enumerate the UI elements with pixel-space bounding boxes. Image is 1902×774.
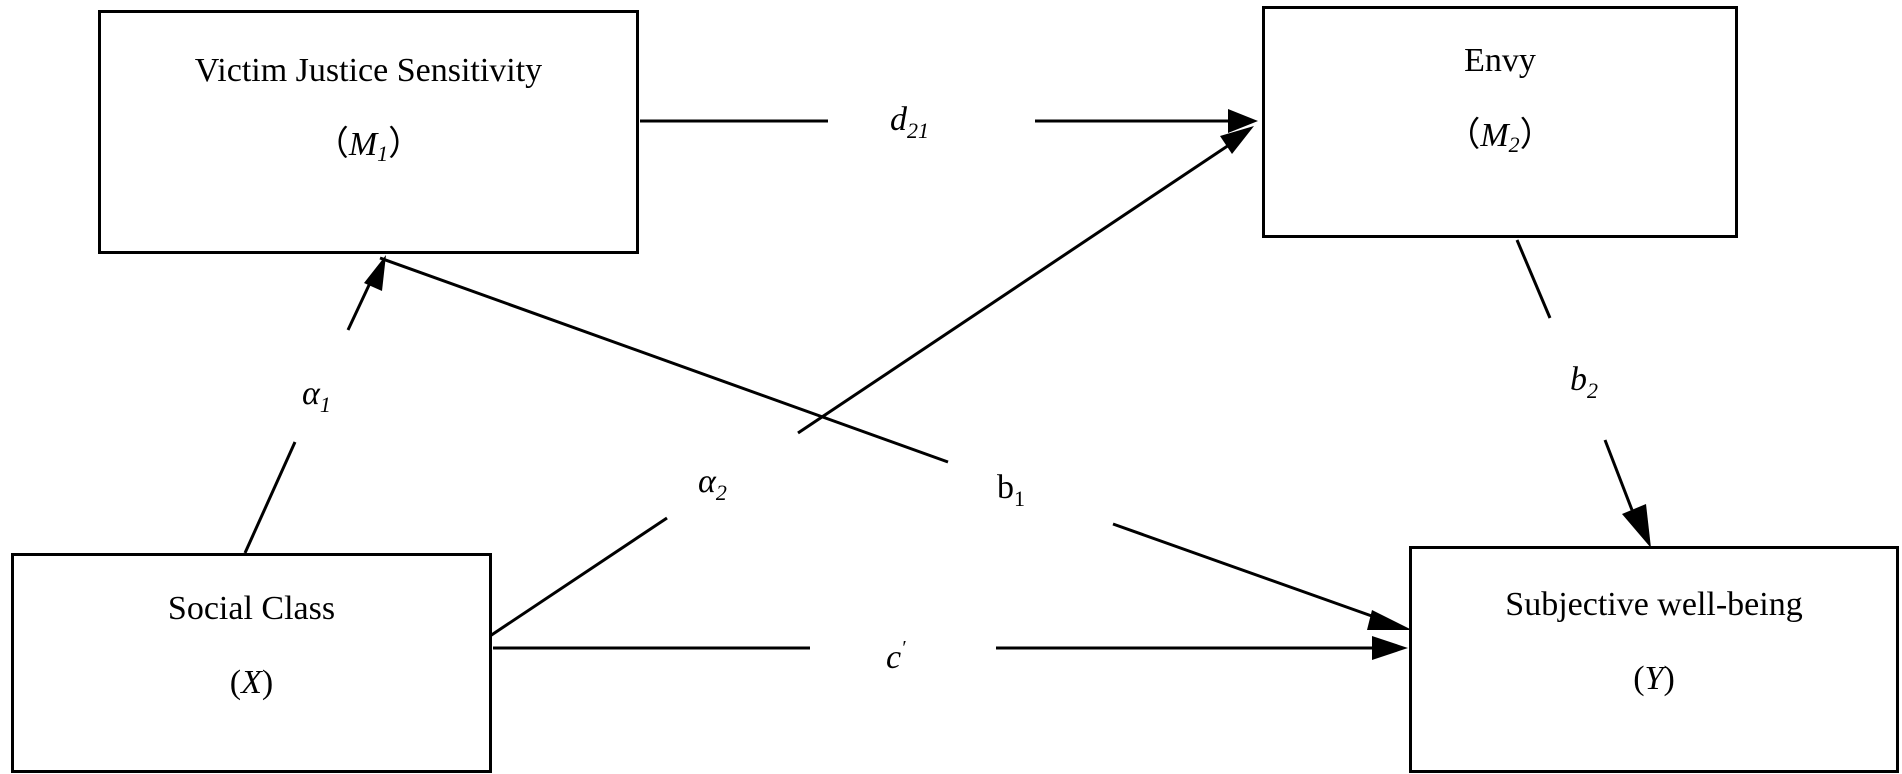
edge-a2-subscript: 2 [715,480,727,505]
edge-d21-arrowhead [1228,109,1258,133]
node-social-class: Social Class (X) [11,553,492,773]
edge-c-arrowhead [1372,636,1408,660]
node-m2-subscript: 2 [1508,132,1520,157]
edge-b1-arrowhead [1367,610,1412,630]
edge-a1-arrowhead [364,255,386,291]
node-x-open-paren: ( [229,664,242,701]
edge-c-prime-mark: ′ [901,637,906,659]
edge-label-a2: α2 [698,462,727,513]
edge-b1-subscript: 1 [1014,486,1025,511]
edge-b1-line-head [1112,522,1384,622]
edge-label-a1: α1 [302,374,331,425]
edge-d21-subscript: 21 [907,118,929,143]
node-m2-letter: M [1480,117,1509,154]
edge-b2-line-tail [1515,239,1552,319]
edge-label-b1: b1 [997,468,1025,519]
edge-b1-symbol: b [997,469,1014,506]
node-m2-variable: （M2） [1265,116,1735,165]
node-y-title: Subjective well-being [1505,586,1803,623]
node-m1-close-paren: ） [388,126,423,163]
edge-b2-symbol: b [1570,361,1587,398]
node-m1-variable: （M1） [101,125,636,174]
node-subjective-well-being: Subjective well-being (Y) [1409,546,1899,773]
edge-label-b2: b2 [1570,360,1598,411]
edge-a2-symbol: α [698,463,716,500]
node-m1-letter: M [348,126,378,163]
edge-c-symbol: c [886,639,902,676]
node-y-letter: Y [1644,660,1664,697]
edge-a2-line-tail [486,516,668,640]
node-m2-title: Envy [1464,42,1536,79]
edge-a2-arrowhead [1220,126,1254,154]
node-m1-subscript: 1 [377,141,389,166]
edge-label-d21: d21 [890,100,929,151]
node-envy: Envy （M2） [1262,6,1738,238]
edge-b2-arrowhead [1622,504,1651,548]
node-x-letter: X [241,664,262,701]
edge-b2-line-head [1603,439,1634,511]
node-y-open-paren: ( [1633,660,1645,697]
edge-a1-line-head [346,282,372,331]
edge-d21-symbol: d [890,101,907,138]
node-m1-title: Victim Justice Sensitivity [194,52,543,89]
node-x-variable: (X) [14,663,489,703]
edge-label-c-prime: c′ [886,628,906,678]
edge-a1-symbol: α [302,375,320,412]
node-x-close-paren: ) [261,664,274,701]
edge-a1-subscript: 1 [319,392,331,417]
node-m1-open-paren: （ [314,126,349,163]
node-y-close-paren: ) [1663,660,1675,697]
node-victim-justice-sensitivity: Victim Justice Sensitivity （M1） [98,10,639,254]
edge-a1-line-tail [243,441,297,554]
edge-a2-line-head [797,141,1233,435]
edge-b2-subscript: 2 [1587,378,1598,403]
node-m2-close-paren: ） [1519,117,1554,154]
node-y-variable: (Y) [1412,659,1896,699]
node-x-title: Social Class [167,590,336,627]
edge-b1-line-tail [379,256,949,464]
node-m2-open-paren: （ [1446,117,1481,154]
